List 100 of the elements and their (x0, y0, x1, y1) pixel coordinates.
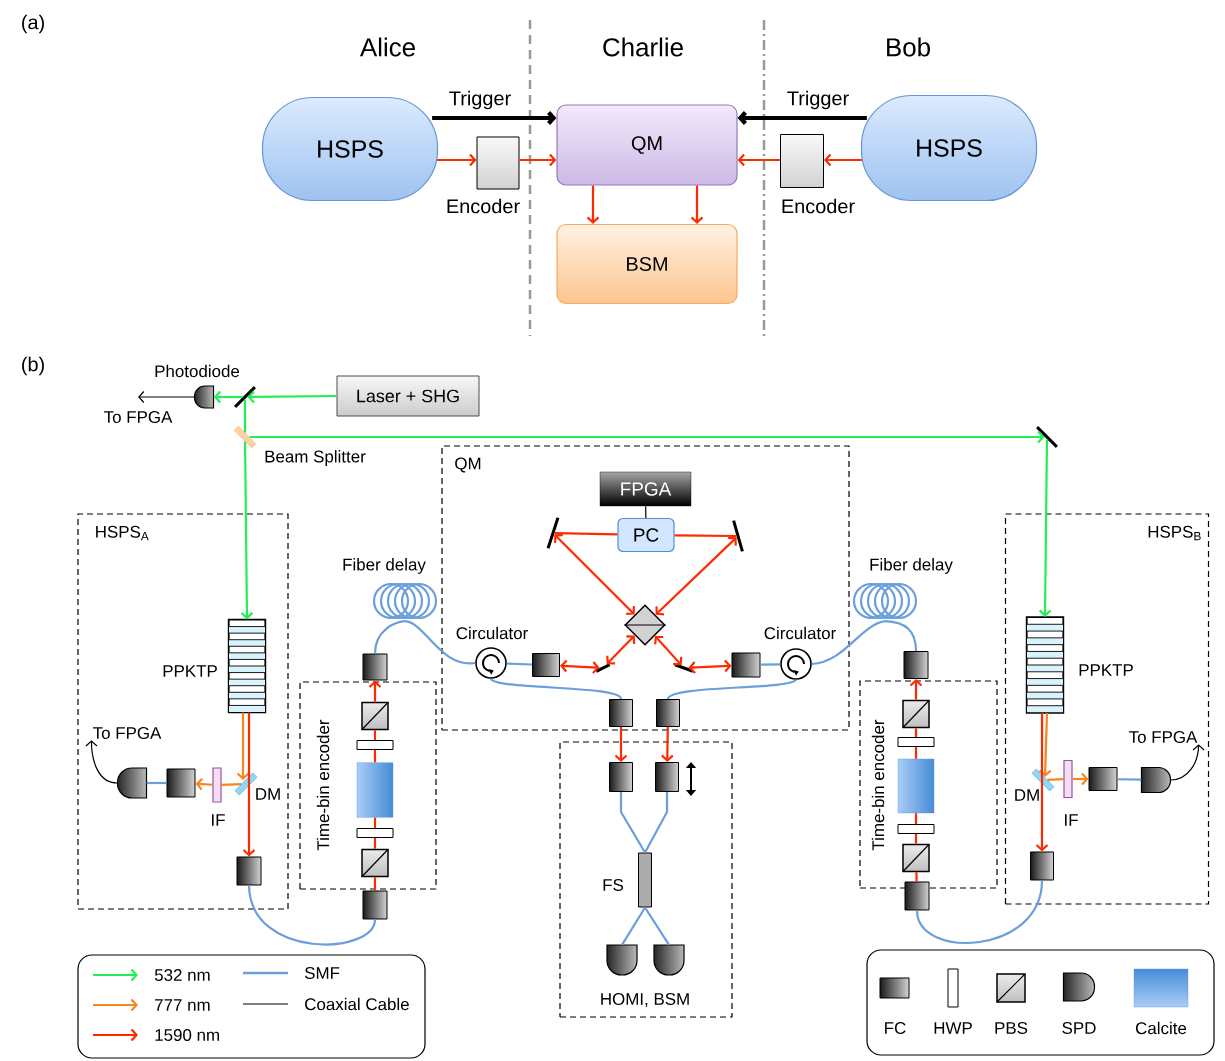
arrow (560, 659, 600, 674)
line (404, 620, 476, 665)
rounded-box: BSM (556, 223, 738, 305)
line (914, 747, 918, 759)
arrow (1170, 744, 1205, 781)
component-label: Circulator (456, 626, 528, 640)
fiber-coupler (362, 653, 388, 681)
arrow (606, 635, 636, 665)
frame-label: QM (455, 457, 481, 473)
laser-box: Laser + SHG (336, 375, 480, 417)
arrow (368, 680, 382, 702)
annotation-text: To FPGA (93, 727, 162, 739)
frame-label: Time-bin encoder (871, 719, 885, 851)
fiber-coupler (656, 699, 680, 727)
legend-label: SMF (304, 967, 340, 979)
arrow (655, 536, 737, 616)
waveplate (356, 828, 394, 838)
arrow (195, 777, 213, 791)
rounded-box: HSPS (860, 94, 1038, 202)
component-label: FS (603, 879, 624, 891)
arrow (249, 430, 1045, 444)
arrow (519, 153, 557, 167)
arrow (661, 727, 674, 762)
component-label: Circulator (764, 626, 836, 640)
component-label: PPKTP (163, 665, 217, 677)
waveplate (897, 737, 935, 747)
arrow (1035, 713, 1049, 852)
line (621, 906, 646, 946)
line (644, 906, 670, 946)
line (146, 781, 167, 785)
line (1117, 778, 1142, 781)
arrow (1038, 713, 1052, 777)
line (811, 620, 886, 666)
component-label: IF (212, 814, 225, 826)
detector (1140, 766, 1172, 794)
line (373, 620, 406, 654)
annotation-text: To FPGA (1129, 731, 1198, 743)
frame-label: HSPS$_{B}$ (1148, 525, 1201, 541)
line (667, 678, 797, 700)
component-label: DM (256, 788, 280, 800)
arrow (138, 390, 195, 404)
pc-box: PC (617, 517, 675, 553)
arrow (614, 727, 628, 762)
arrow (242, 712, 256, 857)
component-label: DM (1015, 789, 1039, 801)
arrow (824, 153, 862, 167)
waveplate (897, 824, 935, 834)
party-heading: Bob (887, 37, 930, 57)
legend-label: 532 nm (154, 969, 210, 981)
arrow (85, 740, 118, 784)
rounded-box: QM (556, 104, 738, 186)
component-label: Beam Splitter (265, 450, 366, 466)
arrow (240, 441, 254, 620)
line (490, 677, 622, 700)
fiber-coupler (731, 652, 761, 678)
mirror (234, 386, 256, 408)
mirror (1036, 426, 1058, 448)
line (915, 872, 918, 882)
arrow (437, 153, 477, 167)
mirror (546, 517, 560, 549)
legend-label: HWP (934, 1022, 972, 1034)
line (373, 877, 377, 891)
legend-label: 1590 nm (155, 1029, 219, 1041)
arrow (553, 533, 636, 616)
line (915, 880, 1044, 944)
fiber-coupler (609, 762, 633, 792)
polarizing-beam-splitter (902, 843, 930, 873)
component-label: Encoder (447, 198, 520, 214)
rounded-box: HSPS (261, 96, 439, 202)
arrow (236, 712, 250, 780)
annotation-text: To FPGA (104, 411, 173, 423)
frame-label: HOMI, BSM (601, 993, 689, 1007)
component-label: Fiber delay (870, 558, 953, 574)
line (619, 792, 646, 854)
frame-label: HSPS$_{A}$ (96, 525, 149, 541)
legend-label: Calcite (1136, 1021, 1187, 1035)
party-heading: Alice (360, 37, 415, 57)
arrow (654, 635, 683, 666)
arrow (690, 185, 704, 224)
fpga-box: FPGA (599, 471, 692, 507)
fiber-coupler (532, 653, 560, 677)
arrow (586, 185, 600, 224)
mirror (674, 663, 694, 673)
line (373, 730, 377, 740)
fiber-coupler (1030, 851, 1054, 881)
line (506, 662, 533, 666)
detector (653, 944, 685, 976)
component-label: PPKTP (1079, 664, 1133, 676)
arrow (909, 679, 923, 700)
line (221, 783, 242, 786)
arrow (688, 659, 732, 674)
legend-label: PBS (995, 1022, 1028, 1034)
component-label: Fiber delay (343, 558, 426, 574)
frame-label: Time-bin encoder (316, 719, 330, 851)
party-heading: Charlie (603, 37, 683, 57)
arrow (1038, 439, 1052, 617)
polarizing-beam-splitter (361, 701, 389, 731)
detector (606, 944, 638, 976)
polarizing-beam-splitter (902, 699, 930, 729)
line (373, 750, 377, 763)
